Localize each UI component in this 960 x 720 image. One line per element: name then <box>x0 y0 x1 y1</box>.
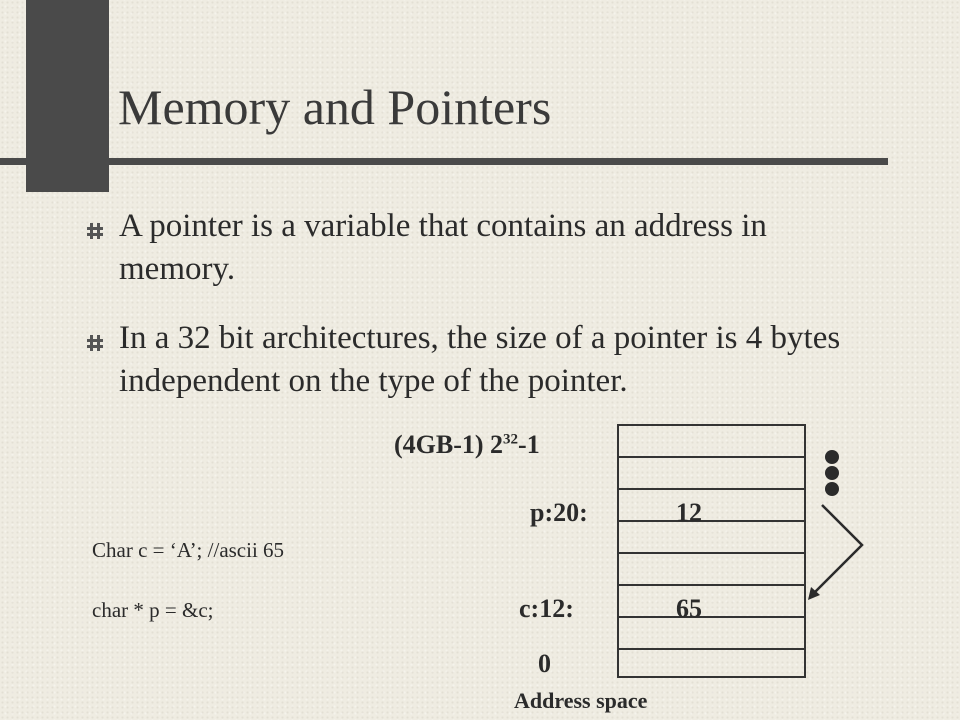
memory-cell-divider <box>619 488 804 490</box>
memory-cell-divider <box>619 616 804 618</box>
ellipsis-dot <box>825 482 839 496</box>
memory-cell-divider <box>619 520 804 522</box>
pointer-address-label: p:20: <box>530 498 588 527</box>
hash-bullet-icon <box>87 223 103 239</box>
bullet-2-text: In a 32 bit architectures, the size of a… <box>119 320 841 399</box>
address-space-caption: Address space <box>514 688 648 713</box>
pointer-arrow-icon <box>808 504 864 600</box>
char-cell-value: 65 <box>676 594 702 623</box>
memory-cell-divider <box>619 552 804 554</box>
title-underline <box>0 158 888 165</box>
ellipsis-dot <box>825 450 839 464</box>
memory-cell-divider <box>619 584 804 586</box>
memory-cell-divider <box>619 456 804 458</box>
memory-block <box>617 424 806 678</box>
memory-cell-divider <box>619 648 804 650</box>
pointer-cell-value: 12 <box>676 498 702 527</box>
hash-bullet-icon <box>87 335 103 351</box>
slide-title: Memory and Pointers <box>118 79 552 135</box>
ellipsis-dot <box>825 466 839 480</box>
code-line-2: char * p = &c; <box>92 598 214 622</box>
code-line-1: Char c = ‘A’; //ascii 65 <box>92 538 285 562</box>
char-address-label: c:12: <box>519 594 574 623</box>
top-address-label: (4GB-1) 232-1 <box>394 430 540 459</box>
bullet-1-text: A pointer is a variable that contains an… <box>119 208 767 287</box>
zero-address-label: 0 <box>538 649 551 678</box>
